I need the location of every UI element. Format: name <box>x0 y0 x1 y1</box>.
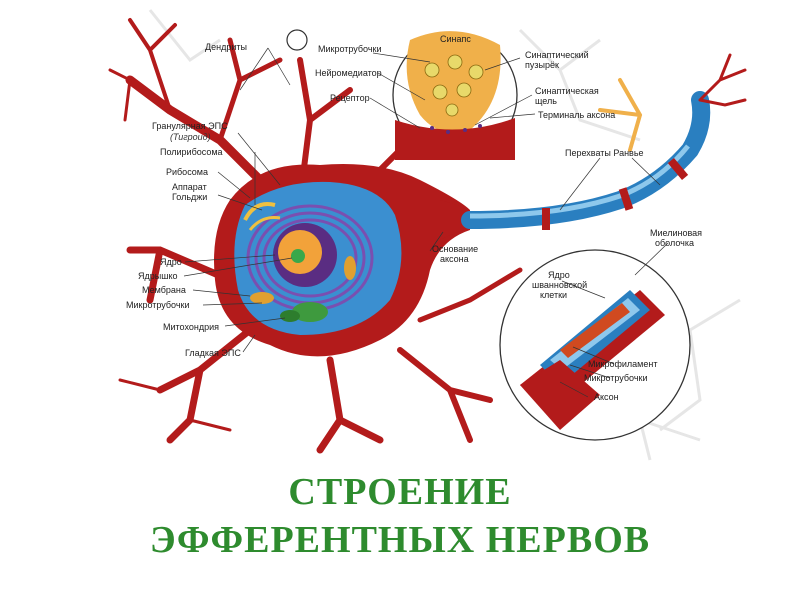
label-ribosome: Рибосома <box>166 167 208 177</box>
label-schwann-3: клетки <box>540 290 567 300</box>
label-myelin-2: оболочка <box>655 238 694 248</box>
label-mitochondrion: Митохондрия <box>163 322 219 332</box>
label-golgi-2: Гольджи <box>172 192 207 202</box>
label-microfilament: Микрофиламент <box>588 359 657 369</box>
label-granular-er-2: (Тигроид) <box>170 132 211 142</box>
label-ranvier-nodes: Перехваты Ранвье <box>565 148 644 158</box>
label-golgi-1: Аппарат <box>172 182 207 192</box>
page-title-line-1: СТРОЕНИЕ <box>0 470 800 514</box>
label-axon-terminal: Терминаль аксона <box>538 110 615 120</box>
label-nucleolus: Ядрышко <box>138 271 178 281</box>
label-granular-er-1: Гранулярная ЭПС <box>152 121 228 131</box>
label-membrane: Мембрана <box>142 285 186 295</box>
label-polyribosome: Полирибосома <box>160 147 223 157</box>
label-myelin-1: Миелиновая <box>650 228 702 238</box>
label-microtubules-left: Микротрубочки <box>126 300 190 310</box>
label-axon-hillock-1: Основание <box>432 244 478 254</box>
page-title-line-2: ЭФФЕРЕНТНЫХ НЕРВОВ <box>0 518 800 562</box>
label-schwann-2: шванновской <box>532 280 587 290</box>
label-receptor: Рецептор <box>330 93 370 103</box>
synapse-inset <box>393 31 517 160</box>
label-microtubules-top: Микротрубочки <box>318 44 382 54</box>
label-synaptic-cleft-2: щель <box>535 96 557 106</box>
nucleolus-shape <box>291 249 305 263</box>
label-schwann-1: Ядро <box>548 270 570 280</box>
label-synaptic-vesicle-1: Синаптический <box>525 50 589 60</box>
label-dendrites: Дендриты <box>205 42 247 52</box>
label-synapse: Синапс <box>440 34 471 44</box>
myelin-inset <box>500 250 690 440</box>
label-synaptic-vesicle-2: пузырёк <box>525 60 559 70</box>
label-axon: Аксон <box>594 392 619 402</box>
label-nucleus: Ядро <box>160 257 182 267</box>
label-smooth-er: Гладкая ЭПС <box>185 348 241 358</box>
label-axon-hillock-2: аксона <box>440 254 469 264</box>
label-synaptic-cleft-1: Синаптическая <box>535 86 599 96</box>
label-neurotransmitter: Нейромедиатор <box>315 68 382 78</box>
label-microtubules-inset: Микротрубочки <box>584 373 648 383</box>
